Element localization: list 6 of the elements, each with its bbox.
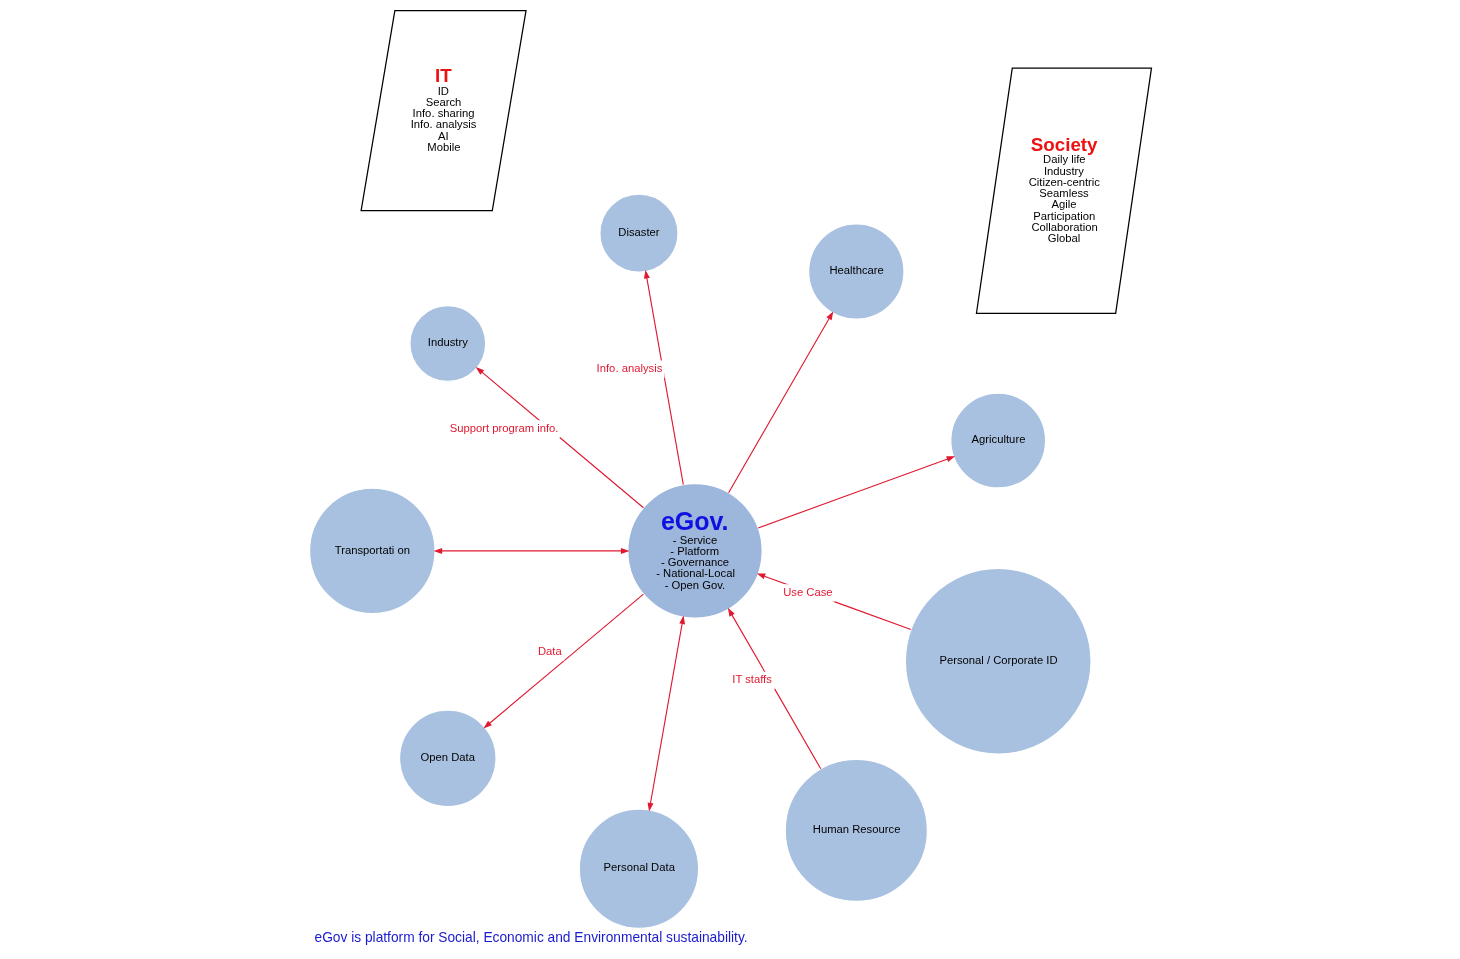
edge-label: Info. analysis [596, 361, 662, 374]
edge-label: IT staffs [731, 673, 772, 686]
edge-label: Support program info. [449, 421, 558, 434]
edge-label: Data [537, 644, 562, 657]
caption: eGov is platform for Social, Economic and Environmental sustainability. [314, 929, 748, 945]
edge-label: Use Case [782, 585, 833, 598]
